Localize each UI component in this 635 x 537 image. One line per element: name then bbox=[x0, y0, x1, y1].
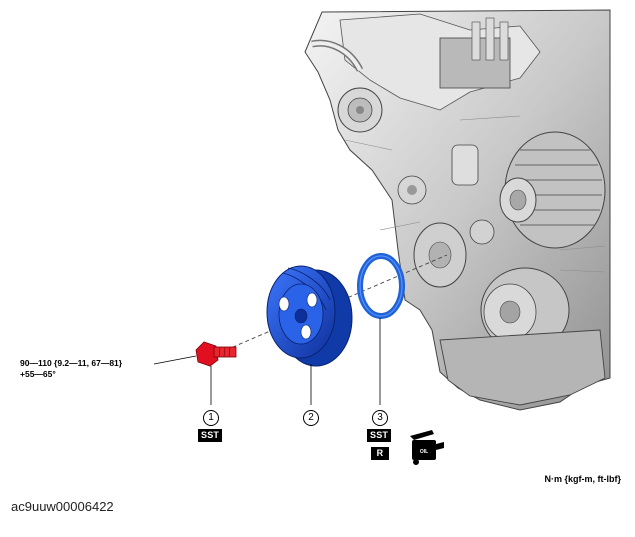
image-id: ac9uuw00006422 bbox=[11, 499, 114, 514]
pulley-bolt bbox=[195, 341, 237, 367]
sst-badge-1: SST bbox=[198, 429, 223, 442]
units-label: N·m {kgf-m, ft-lbf} bbox=[544, 474, 622, 484]
leader-lines bbox=[153, 318, 381, 405]
oil-can-label: OIL bbox=[420, 449, 428, 455]
callout-1: 1 bbox=[203, 410, 219, 426]
sst-badge-3: SST bbox=[367, 429, 392, 442]
torque-spec-angle: +55—65° bbox=[20, 369, 56, 379]
torque-spec-value: 90—110 {9.2—11, 67—81} bbox=[20, 358, 123, 368]
crankshaft-pulley bbox=[266, 265, 353, 367]
replace-badge: R bbox=[371, 447, 389, 460]
callout-2: 2 bbox=[303, 410, 319, 426]
engine-block bbox=[304, 9, 611, 411]
oil-can-icon: OIL bbox=[410, 430, 444, 465]
callout-3: 3 bbox=[372, 410, 388, 426]
front-oil-seal bbox=[357, 253, 405, 319]
